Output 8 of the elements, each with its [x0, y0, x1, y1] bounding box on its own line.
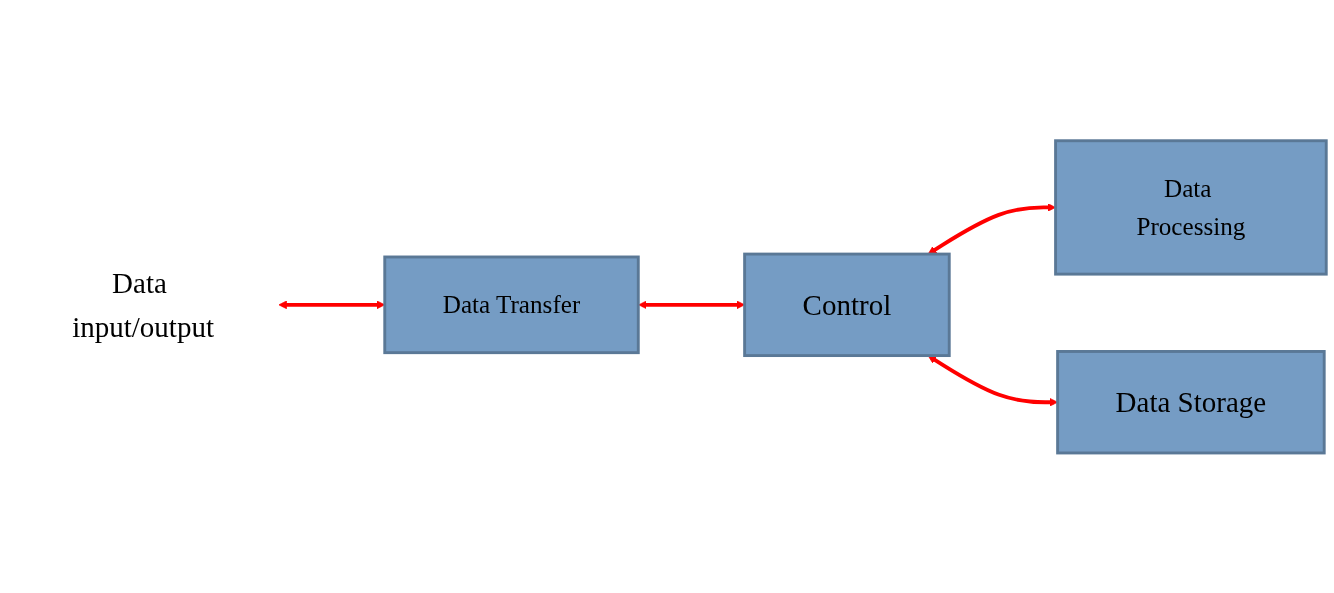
arrow — [927, 355, 1058, 407]
arrow — [638, 300, 745, 309]
node-text: Data input/output — [72, 266, 214, 343]
node-box: Data Transfer — [383, 255, 640, 354]
node-box: Control — [743, 252, 951, 357]
arrow — [927, 202, 1056, 254]
node-box: Data Storage — [1056, 349, 1326, 455]
node-box: Data Processing — [1054, 138, 1328, 276]
